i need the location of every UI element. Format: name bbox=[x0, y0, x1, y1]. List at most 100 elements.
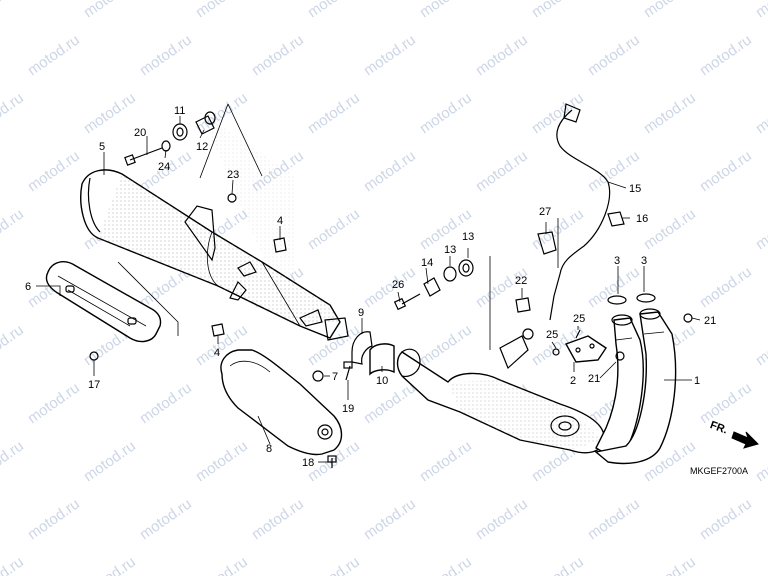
watermark-text: motod.ru bbox=[529, 0, 587, 21]
diagram-code: MKGEF2700A bbox=[690, 466, 748, 476]
watermark-text: motod.ru bbox=[25, 379, 83, 427]
watermark-text: motod.ru bbox=[529, 553, 587, 576]
part-label-21a: 21 bbox=[704, 315, 716, 327]
watermark-text: motod.ru bbox=[417, 437, 475, 485]
exhaust-pipes[interactable] bbox=[594, 308, 677, 465]
part-label-10: 10 bbox=[376, 375, 388, 387]
part-label-1: 1 bbox=[694, 375, 700, 387]
watermark-text: motod.ru bbox=[81, 89, 139, 137]
part-label-25a: 25 bbox=[546, 329, 558, 341]
watermark-text: motod.ru bbox=[697, 379, 755, 427]
watermark-text: motod.ru bbox=[81, 553, 139, 576]
watermark-text: motod.ru bbox=[25, 31, 83, 79]
watermark-text: motod.ru bbox=[697, 147, 755, 195]
heat-guard[interactable] bbox=[45, 261, 162, 343]
watermark-text: motod.ru bbox=[193, 437, 251, 485]
leader-lines bbox=[36, 116, 701, 463]
gasket-a[interactable] bbox=[607, 295, 627, 305]
part-label-27: 27 bbox=[539, 206, 551, 218]
fasteners-left bbox=[89, 111, 395, 468]
watermark-text: motod.ru bbox=[193, 553, 251, 576]
watermark-text: motod.ru bbox=[585, 495, 643, 543]
part-label-4a: 4 bbox=[277, 215, 283, 227]
watermark-text: motod.ru bbox=[417, 553, 475, 576]
part-label-17: 17 bbox=[88, 379, 100, 391]
watermark-text: motod.ru bbox=[137, 31, 195, 79]
part-label-21b: 21 bbox=[588, 373, 600, 385]
muffler-cover[interactable] bbox=[220, 349, 343, 456]
watermark-text: motod.ru bbox=[305, 89, 363, 137]
watermark-text: motod.ru bbox=[0, 321, 27, 369]
watermark-text: motod.ru bbox=[249, 495, 307, 543]
watermark-text: motod.ru bbox=[753, 0, 768, 21]
watermark-text: motod.ru bbox=[0, 89, 27, 137]
watermark-text: motod.ru bbox=[137, 495, 195, 543]
watermark-text: motod.ru bbox=[305, 553, 363, 576]
part-label-19: 19 bbox=[342, 403, 354, 415]
part-label-12: 12 bbox=[196, 141, 208, 153]
part-label-24: 24 bbox=[158, 161, 170, 173]
bracket[interactable] bbox=[564, 335, 607, 363]
watermark-text: motod.ru bbox=[753, 321, 768, 369]
watermark-text: motod.ru bbox=[473, 263, 531, 311]
watermark-text: motod.ru bbox=[361, 495, 419, 543]
watermark-text: motod.ru bbox=[641, 553, 699, 576]
watermark-text: motod.ru bbox=[25, 147, 83, 195]
part-label-13a: 13 bbox=[444, 244, 456, 256]
gasket-b[interactable] bbox=[636, 293, 656, 303]
part-label-11: 11 bbox=[174, 105, 185, 117]
watermark-text: motod.ru bbox=[81, 0, 139, 21]
watermark-text: motod.ru bbox=[361, 31, 419, 79]
watermark-text: motod.ru bbox=[249, 31, 307, 79]
watermark-text: motod.ru bbox=[641, 0, 699, 21]
watermark-text: motod.ru bbox=[417, 0, 475, 21]
svg-text:FR.: FR. bbox=[708, 419, 729, 436]
part-label-16: 16 bbox=[636, 213, 648, 225]
part-label-14: 14 bbox=[421, 257, 433, 269]
watermark-text: motod.ru bbox=[753, 553, 768, 576]
watermark-text: motod.ru bbox=[0, 553, 27, 576]
watermark-text: motod.ru bbox=[641, 89, 699, 137]
watermark-text: motod.ru bbox=[641, 205, 699, 253]
part-label-18: 18 bbox=[302, 457, 314, 469]
watermark-text: motod.ru bbox=[473, 31, 531, 79]
watermark-text: motod.ru bbox=[473, 495, 531, 543]
part-label-7: 7 bbox=[332, 371, 338, 383]
part-label-25b: 25 bbox=[573, 313, 585, 325]
watermark-text: motod.ru bbox=[417, 89, 475, 137]
part-label-3a: 3 bbox=[614, 255, 620, 267]
part-label-20: 20 bbox=[134, 127, 146, 139]
watermark-text: motod.ru bbox=[697, 263, 755, 311]
watermark-text: motod.ru bbox=[697, 31, 755, 79]
watermark-text: motod.ru bbox=[305, 205, 363, 253]
watermark-text: motod.ru bbox=[0, 205, 27, 253]
part-label-3b: 3 bbox=[641, 255, 647, 267]
part-label-15: 15 bbox=[629, 183, 641, 195]
watermark-text: motod.ru bbox=[137, 379, 195, 427]
part-label-23: 23 bbox=[227, 169, 239, 181]
watermark-text: motod.ru bbox=[81, 437, 139, 485]
part-label-4b: 4 bbox=[214, 347, 220, 359]
reference-lines bbox=[199, 103, 559, 350]
part-label-2: 2 bbox=[570, 375, 576, 387]
watermark-text: motod.ru bbox=[25, 495, 83, 543]
watermark-text: motod.ru bbox=[305, 0, 363, 21]
part-label-9: 9 bbox=[358, 307, 364, 319]
watermark-text: motod.ru bbox=[753, 89, 768, 137]
part-labels: 11 20 5 12 24 23 4 6 4 17 7 19 9 10 8 18… bbox=[25, 105, 716, 469]
watermark-text: motod.ru bbox=[361, 147, 419, 195]
watermark-text: motod.ru bbox=[697, 495, 755, 543]
part-label-8: 8 bbox=[266, 443, 272, 455]
watermark-text: motod.ru bbox=[417, 321, 475, 369]
part-label-5: 5 bbox=[99, 141, 105, 153]
watermark-text: motod.ru bbox=[753, 205, 768, 253]
watermark-text: motod.ru bbox=[0, 437, 27, 485]
part-label-6: 6 bbox=[25, 281, 31, 293]
watermark-text: motod.ru bbox=[361, 263, 419, 311]
watermark-text: motod.ru bbox=[473, 147, 531, 195]
watermark-text: motod.ru bbox=[193, 0, 251, 21]
part-label-13b: 13 bbox=[462, 231, 474, 243]
part-label-26: 26 bbox=[392, 279, 404, 291]
